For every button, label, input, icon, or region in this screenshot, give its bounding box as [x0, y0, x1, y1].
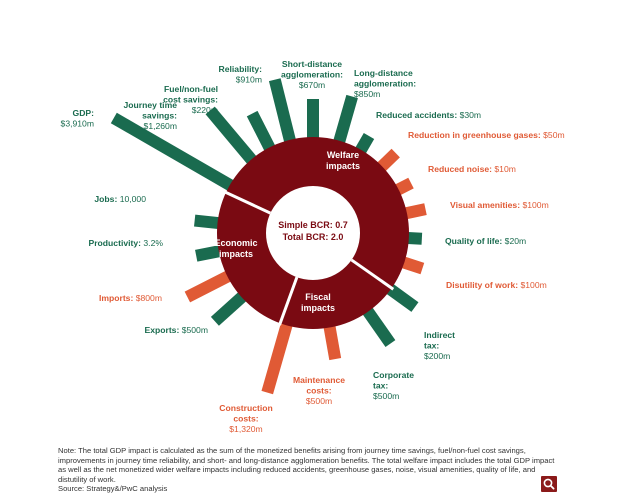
- ring-divider: [223, 190, 272, 215]
- footnote: Note: The total GDP impact is calculated…: [58, 446, 558, 494]
- bar-label-16: Exports: $500m: [144, 325, 208, 335]
- bar-label-17: Imports: $800m: [99, 293, 162, 303]
- bar-value-9: $100m: [520, 200, 549, 210]
- bar-value-19: 10,000: [117, 194, 146, 204]
- bar-13: [358, 301, 396, 348]
- bar-3: [268, 78, 298, 150]
- bar-value-11: $100m: [518, 280, 547, 290]
- ring-shape: [217, 137, 409, 329]
- bar-value-7: $50m: [541, 130, 565, 140]
- segment-label-fiscal: Fiscal: [305, 292, 331, 302]
- bar-5: [331, 94, 358, 151]
- footnote-text: Note: The total GDP impact is calculated…: [58, 446, 555, 484]
- impact-ring: WelfareimpactsFiscalimpactsEconomicimpac…: [214, 137, 409, 329]
- bar-value-4: $670m: [299, 80, 325, 90]
- bar-15: [261, 315, 295, 395]
- zoom-button[interactable]: [541, 476, 557, 492]
- bar-value-5: $850m: [354, 89, 380, 99]
- bar-2: [246, 110, 279, 158]
- bar-value-18: 3.2%: [141, 238, 163, 248]
- bar-label-9: Visual amenities: $100m: [450, 200, 549, 210]
- bar-label-3: Reliability:$910m: [219, 64, 263, 84]
- ring-divider: [278, 276, 299, 326]
- bar-value-3: $910m: [236, 74, 262, 84]
- bar-16: [210, 287, 252, 326]
- segment-label-welfare: Welfare: [327, 150, 359, 160]
- bar-value-14: $500m: [306, 396, 332, 406]
- bar-value-13: $500m: [373, 391, 399, 401]
- segment-label-fiscal-line2: impacts: [301, 303, 335, 313]
- segment-label-economic: Economic: [214, 238, 257, 248]
- bar-label-6: Reduced accidents: $30m: [376, 110, 481, 120]
- bar-label-11: Disutility of work: $100m: [446, 280, 547, 290]
- bar-label-0: GDP:$3,910m: [61, 108, 95, 128]
- bar-label-19: Jobs: 10,000: [94, 194, 146, 204]
- bar-value-1: $1,260m: [144, 121, 177, 131]
- bar-1: [205, 106, 262, 170]
- segment-label-economic-line2: impacts: [219, 249, 253, 259]
- ring-divider: [350, 258, 395, 291]
- segment-label-welfare-line2: impacts: [326, 161, 360, 171]
- bar-17: [184, 267, 238, 303]
- bar-label-7: Reduction in greenhouse gases: $50m: [408, 130, 565, 140]
- bar-value-15: $1,320m: [229, 424, 262, 434]
- bar-value-2: $220m: [192, 105, 218, 115]
- bar-value-10: $20m: [502, 236, 526, 246]
- bar-label-8: Reduced noise: $10m: [428, 164, 516, 174]
- bar-14: [322, 318, 342, 361]
- center-total-bcr: Total BCR: 2.0: [283, 232, 344, 242]
- magnifier-icon: [543, 478, 555, 490]
- bar-label-18: Productivity: 3.2%: [88, 238, 163, 248]
- footnote-source: Source: Strategy&/PwC analysis: [58, 484, 168, 494]
- bar-value-16: $500m: [179, 325, 208, 335]
- bar-0: [110, 112, 240, 195]
- bar-value-8: $10m: [492, 164, 516, 174]
- bar-label-10: Quality of life: $20m: [445, 236, 526, 246]
- bar-value-6: $30m: [457, 110, 481, 120]
- radial-impact-chart: WelfareimpactsFiscalimpactsEconomicimpac…: [61, 59, 565, 434]
- bar-4: [307, 99, 319, 145]
- bar-value-0: $3,910m: [61, 118, 94, 128]
- bar-value-12: $200m: [424, 351, 450, 361]
- center-simple-bcr: Simple BCR: 0.7: [278, 220, 348, 230]
- bar-value-17: $800m: [133, 293, 162, 303]
